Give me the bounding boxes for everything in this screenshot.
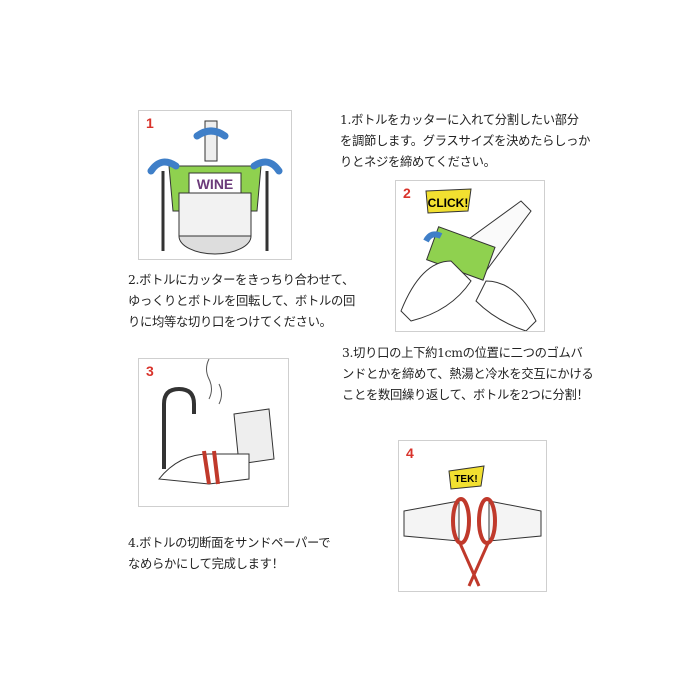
step-number: 1 [146,115,154,131]
text-line: ゆっくりとボトルを回転して、ボトルの回 [128,294,355,308]
step-number: 2 [403,185,411,201]
step-2-illustration: 2 CLICK! [395,180,545,332]
text-line: りに均等な切り口をつけてください。 [128,315,332,329]
text-line: 1.ボトルをカッターに入れて分割したい部分 [340,113,579,127]
step-4-illustration: 4 TEK! [398,440,547,592]
bottle-cutter-drawing: WINE [147,120,283,255]
finished-glass-drawing: TEK! [403,465,542,587]
step-2-text: 2.ボトルにカッターをきっちり合わせて、ゆっくりとボトルを回転して、ボトルの回り… [128,270,355,333]
step-3-text: 3.切り口の上下約1cmの位置に二つのゴムバンドとかを締めて、熱湯と冷水を交互に… [342,343,594,406]
text-line: ンドとかを締めて、熱湯と冷水を交互にかける [342,367,594,381]
text-line: 2.ボトルにカッターをきっちり合わせて、 [128,273,354,287]
step-number: 4 [406,445,414,461]
scoring-bottle-drawing: CLICK! [400,188,537,331]
text-line: なめらかにして完成します！ [128,557,284,571]
step-4-text: 4.ボトルの切断面をサンドペーパーでなめらかにして完成します！ [128,533,331,575]
step-1-text: 1.ボトルをカッターに入れて分割したい部分を調節します。グラスサイズを決めたらし… [340,110,590,173]
text-line: 4.ボトルの切断面をサンドペーパーで [128,536,331,550]
text-line: ことを数回繰り返して、ボトルを2つに分割！ [342,388,589,402]
text-line: を調節します。グラスサイズを決めたらしっか [340,134,591,148]
hot-cold-water-drawing [158,359,275,485]
tek-label: TEK! [454,474,477,485]
click-label: CLICK! [428,196,469,210]
text-line: 3.切り口の上下約1cmの位置に二つのゴムバ [342,346,583,360]
text-line: りとネジを締めてください。 [340,155,496,169]
step-number: 3 [146,363,154,379]
step-1-illustration: 1 WINE [138,110,292,260]
wine-label: WINE [197,176,234,192]
step-3-illustration: 3 [138,358,289,507]
